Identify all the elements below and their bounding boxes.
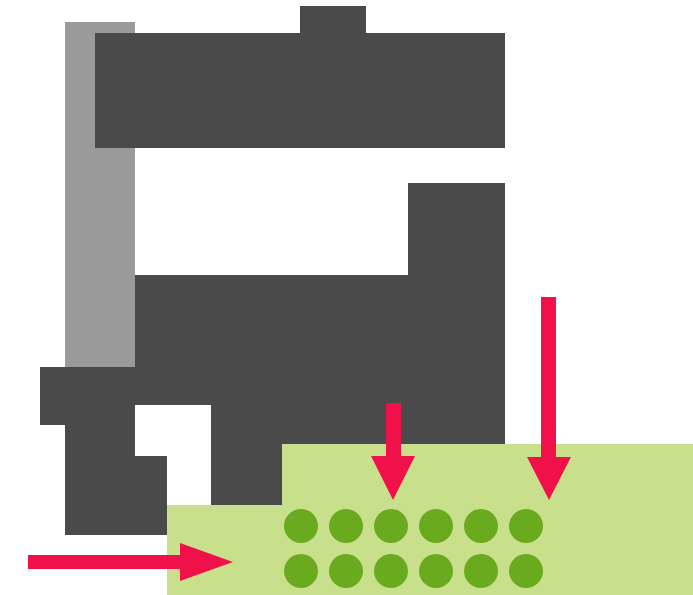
particle — [329, 509, 363, 543]
machine-upper-arm — [95, 6, 505, 148]
particle — [284, 509, 318, 543]
particle — [374, 509, 408, 543]
particle — [419, 554, 453, 588]
long-down-arrow — [527, 297, 571, 500]
particle — [374, 554, 408, 588]
particle — [509, 554, 543, 588]
particle — [419, 509, 453, 543]
particle-grid — [284, 509, 543, 588]
particle — [509, 509, 543, 543]
particle — [284, 554, 318, 588]
particle — [464, 554, 498, 588]
particle — [464, 509, 498, 543]
machine-lower-body — [40, 183, 505, 535]
horizontal-feed-arrow — [28, 543, 233, 581]
short-down-arrow — [371, 403, 415, 500]
particle — [329, 554, 363, 588]
